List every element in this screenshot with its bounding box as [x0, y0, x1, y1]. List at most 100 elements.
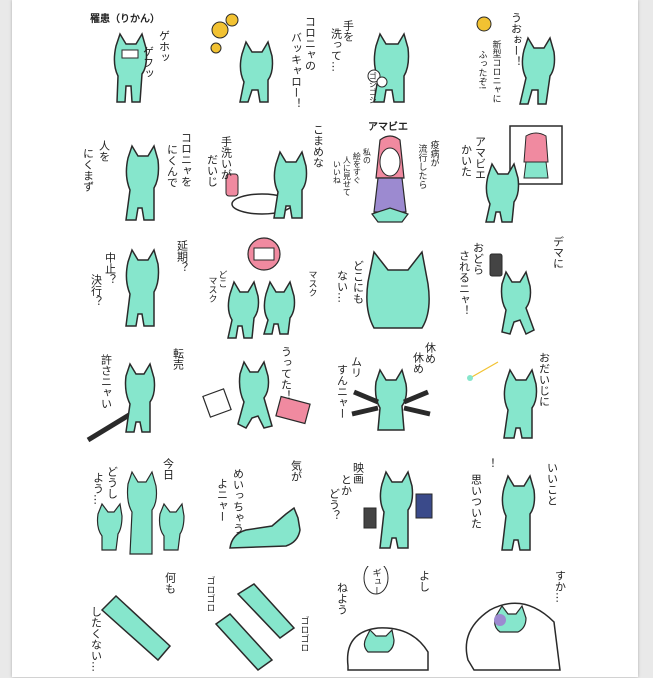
sticker-sheet: 罹患（りかん） ゲホッ ゲフッ コロニャの バッキャロー！ 手を 洗って… ゴシ… [12, 0, 638, 677]
sticker-caption: ふったぞ! [476, 50, 487, 90]
sticker-caption: にくんで [165, 144, 179, 188]
sticker-caption: 休め [411, 352, 425, 374]
cat-holding-drawing-illustration [485, 125, 563, 223]
cat-arms-crossed-illustration [125, 144, 160, 221]
sticker-caption: にくまず [81, 148, 95, 192]
sticker-caption: マスク [206, 276, 217, 303]
sticker-caption: 映画 [351, 462, 365, 484]
amabie-illustration [371, 135, 409, 223]
cat-face-closeup-illustration [366, 250, 430, 329]
sticker-enki[interactable]: 延期？ 中止？ 決行？ [76, 230, 202, 342]
cats-searching-mask-illustration [227, 237, 296, 339]
sticker-caption: うおぉー！ [509, 12, 523, 67]
sticker-caption: 何も [163, 572, 177, 594]
sticker-nanimo[interactable]: 何も したくない… [76, 566, 202, 678]
sticker-ki-ga-meicchau[interactable]: 気が めいっちゃう よニャー [202, 454, 328, 566]
sticker-hito-wo-nikumazu[interactable]: 人を にくまず コロニャを にくんで [76, 118, 202, 230]
sticker-caption: よニャー [215, 478, 229, 522]
cat-coughing-illustration [113, 32, 148, 103]
cat-rolling-illustration [214, 583, 296, 671]
sticker-caption: おどら [471, 242, 485, 275]
sticker-utteta[interactable]: うってた！ [202, 342, 328, 454]
cat-at-sink-illustration [225, 150, 308, 219]
sticker-caption: かいた [459, 144, 473, 177]
sticker-caption: 気が [289, 460, 303, 482]
cat-with-phone-illustration [489, 253, 535, 336]
sticker-temarai[interactable]: 手洗いが だいじ こまめな [202, 118, 328, 230]
sticker-caption: 転売 [171, 348, 185, 370]
sticker-caption: ゴロゴロ [204, 576, 215, 612]
sticker-uoo[interactable]: うおぉー！ 新型コロニャに ふったぞ! [454, 6, 580, 118]
sticker-caption: ない… [335, 270, 349, 303]
sticker-caption: 絵をすぐ [352, 152, 362, 184]
sticker-caption: おだいじに [537, 352, 551, 407]
sticker-suka[interactable]: すか… [454, 566, 580, 678]
cat-many-arms-illustration [351, 368, 431, 431]
sticker-caption: ！ [483, 458, 497, 469]
sticker-caption: コロニャの [303, 16, 317, 71]
sticker-caption: 今日 [161, 458, 175, 480]
sticker-caption: コロニャを [179, 132, 193, 187]
sticker-caption: ギュー [370, 568, 381, 595]
sticker-caption: よし [417, 570, 431, 592]
sticker-caption: されるニャ！ [457, 250, 471, 316]
cat-washing-hands-illustration [367, 32, 410, 103]
sticker-caption: どこ [216, 270, 227, 288]
cat-idea-illustration [501, 474, 536, 551]
sticker-caption: こまめな [311, 124, 325, 168]
sticker-tenbai[interactable]: 転売 許さニャい [76, 342, 202, 454]
sticker-title: アマビエ [368, 122, 408, 133]
sticker-amabie-drew[interactable]: アマビエ かいた [454, 118, 580, 230]
sticker-caption: すんニャー [335, 364, 349, 419]
sticker-mask-doko[interactable]: マスク どこ マスク [202, 230, 328, 342]
sticker-caption: 疫病が [428, 140, 439, 167]
cat-with-dvds-illustration [363, 470, 433, 549]
sticker-neyou[interactable]: ギュー よし ねよう [328, 566, 454, 678]
cat-lying-diagonal-illustration [100, 594, 172, 662]
sticker-caption: 人を [97, 140, 111, 162]
sticker-caption: 休め [423, 342, 437, 364]
sticker-kyou-dou-shiyou[interactable]: 今日 どうし よう… [76, 454, 202, 566]
sticker-dema[interactable]: デマに おどら されるニャ！ [454, 230, 580, 342]
sticker-caption: 延期？ [175, 240, 189, 273]
sticker-gorogoro[interactable]: ゴロゴロ ゴロゴロ [202, 566, 328, 678]
cat-with-shopping-bags-illustration [202, 360, 311, 429]
sticker-korona-baka[interactable]: コロニャの バッキャロー！ [202, 6, 328, 118]
sticker-caption: 洗って… [329, 28, 343, 72]
sticker-caption: ムリ [349, 356, 363, 378]
sticker-doko-nimo-nai[interactable]: どこにも ない… [328, 230, 454, 342]
sticker-amabie-quote[interactable]: アマビエ 疫病が 流行したら 私の 絵をすぐ 人に見せて いいね [328, 118, 454, 230]
sticker-caption: 流行したら [416, 144, 427, 189]
sticker-caption: どう？ [327, 488, 341, 521]
sticker-caption: 手を [341, 20, 355, 42]
sticker-caption: よう… [91, 472, 105, 505]
sticker-caption: いいね [332, 160, 342, 184]
three-cats-illustration [96, 470, 185, 555]
sticker-caption: ねよう [335, 582, 349, 615]
sticker-caption: したくない… [89, 606, 103, 672]
sticker-caption: すか… [553, 570, 567, 603]
sticker-yasume[interactable]: 休め 休め ムリ すんニャー [328, 342, 454, 454]
sticker-caption: ゲフッ [141, 46, 155, 79]
sticker-caption: ゲホッ [157, 30, 171, 63]
cat-with-bat-illustration [86, 362, 156, 443]
sticker-caption: めいっちゃう [231, 468, 245, 534]
sticker-caption: ゴシゴシ [368, 72, 378, 104]
sticker-caption: バッキャロー！ [289, 32, 303, 109]
sticker-title: 罹患（りかん） [90, 14, 160, 25]
sticker-rikan[interactable]: 罹患（りかん） ゲホッ ゲフッ [76, 6, 202, 118]
sticker-caption: だいじ [205, 154, 219, 187]
sticker-caption: アマビエ [473, 136, 487, 180]
cat-angry-virus-illustration [210, 13, 274, 103]
cat-excited-illustration [476, 16, 556, 105]
sticker-caption: どこにも [351, 260, 365, 304]
sticker-eiga-toka[interactable]: 映画 とか どう？ [328, 454, 454, 566]
sticker-caption: デマに [551, 236, 565, 269]
sticker-odaijini[interactable]: おだいじに [454, 342, 580, 454]
sticker-caption: 許さニャい [99, 354, 113, 409]
sticker-caption: どうし [105, 466, 119, 499]
cat-sleeping-illustration [465, 602, 561, 671]
sticker-te-wo-aratte[interactable]: 手を 洗って… ゴシゴシ [328, 6, 454, 118]
sticker-ii-koto[interactable]: いいこと 思いついた ！ [454, 454, 580, 566]
sticker-grid: 罹患（りかん） ゲホッ ゲフッ コロニャの バッキャロー！ 手を 洗って… ゴシ… [76, 6, 580, 678]
